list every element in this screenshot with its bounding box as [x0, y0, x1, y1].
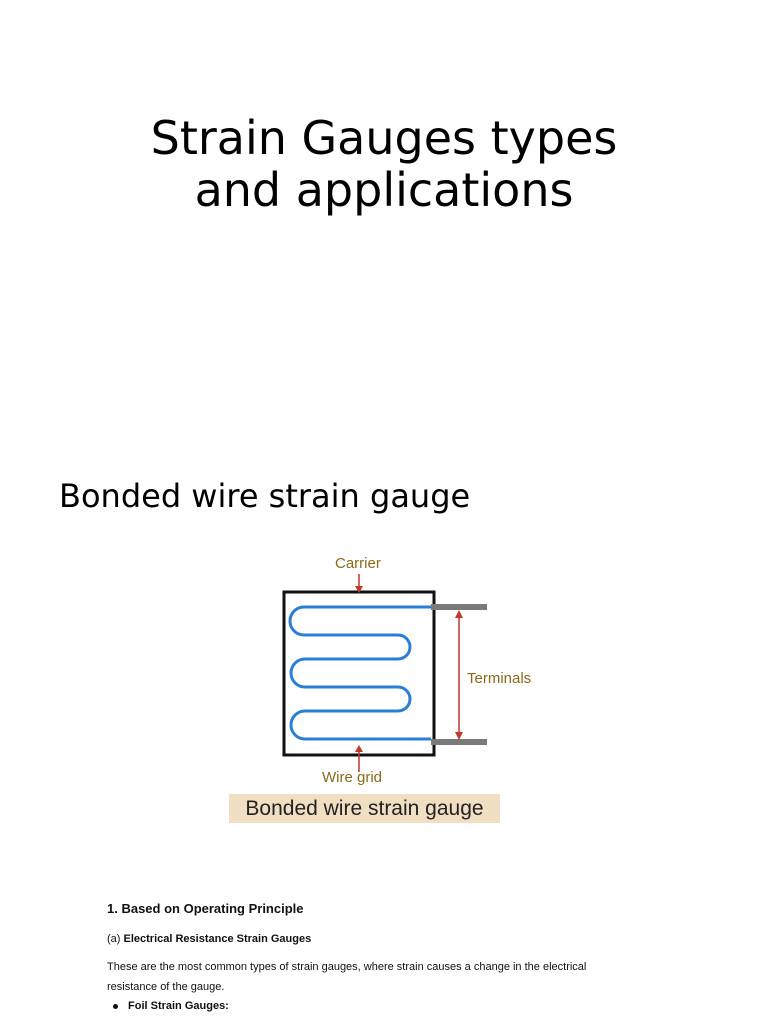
- carrier-label: Carrier: [335, 555, 381, 572]
- subheading-prefix: (a): [107, 933, 124, 945]
- terminals-arrow-head-top: [455, 610, 463, 618]
- document-heading: 1. Based on Operating Principle: [107, 901, 304, 916]
- terminals-label: Terminals: [467, 670, 532, 687]
- section-heading: Bonded wire strain gauge: [59, 477, 471, 515]
- strain-gauge-drawing: [282, 574, 487, 772]
- wire-grid-path: [288, 605, 431, 741]
- paragraph-line-1: These are the most common types of strai…: [107, 961, 587, 973]
- bullet-item: Foil Strain Gauges:: [113, 1000, 229, 1012]
- slide-title: Strain Gauges types and applications: [0, 112, 768, 216]
- document-paragraph: These are the most common types of strai…: [107, 957, 607, 997]
- bullet-item-label: Foil Strain Gauges:: [128, 1000, 229, 1012]
- document-subheading: (a) Electrical Resistance Strain Gauges: [107, 933, 311, 945]
- subheading-title: Electrical Resistance Strain Gauges: [123, 933, 312, 945]
- carrier-box: [282, 590, 436, 757]
- terminals-arrow-head-bottom: [455, 732, 463, 740]
- terminal-bottom: [431, 739, 487, 745]
- slide-title-line-1: Strain Gauges types: [150, 111, 618, 165]
- wire-grid-arrow-head: [355, 745, 363, 752]
- paragraph-line-2: resistance of the gauge.: [107, 981, 225, 993]
- strain-gauge-diagram: Carrier Terminals Wire grid: [226, 550, 546, 830]
- diagram-caption: Bonded wire strain gauge: [229, 794, 500, 823]
- terminal-top: [431, 604, 487, 610]
- slide-title-line-2: and applications: [194, 163, 574, 217]
- bullet-dot-icon: [113, 1003, 118, 1009]
- carrier-arrow-head: [355, 586, 363, 593]
- wire-grid-label: Wire grid: [322, 769, 383, 786]
